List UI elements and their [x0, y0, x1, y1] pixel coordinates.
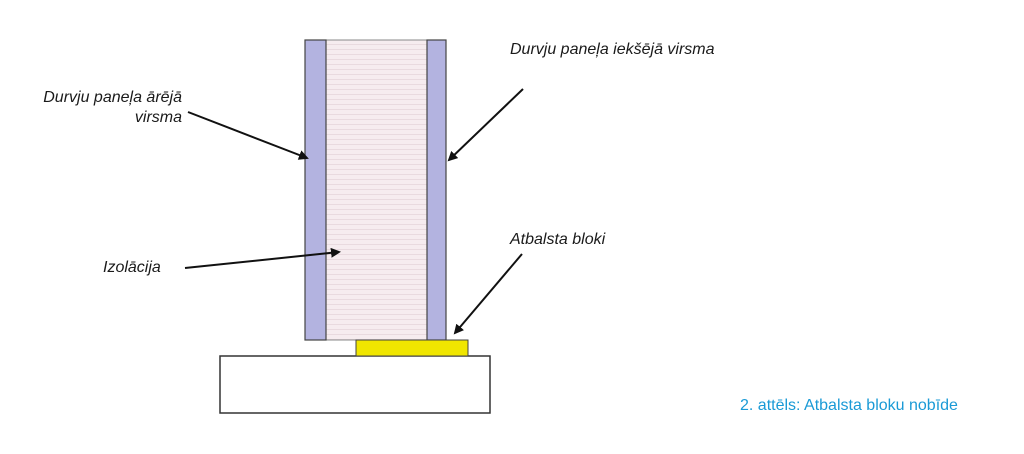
arrow-outer-surface — [187, 111, 309, 160]
label-insulation: Izolācija — [103, 259, 161, 276]
base-slab — [219, 355, 491, 414]
outer-panel-skin — [304, 39, 327, 341]
arrow-support-blocks — [453, 253, 523, 335]
label-inner-surface: Durvju paneļa iekšējā virsma — [510, 41, 715, 58]
support-block — [355, 339, 469, 357]
insulation-core — [325, 39, 428, 341]
inner-panel-skin — [426, 39, 447, 341]
arrow-inner-surface — [447, 88, 524, 162]
label-outer-surface: Durvju paneļa ārējā virsma — [22, 88, 182, 128]
label-outer-surface-line1: Durvju paneļa ārējā — [43, 89, 182, 106]
label-support-blocks: Atbalsta bloki — [510, 231, 606, 248]
label-outer-surface-line2: virsma — [134, 109, 182, 126]
arrow-insulation — [184, 247, 341, 269]
figure-caption: 2. attēls: Atbalsta bloku nobīde — [740, 397, 958, 414]
